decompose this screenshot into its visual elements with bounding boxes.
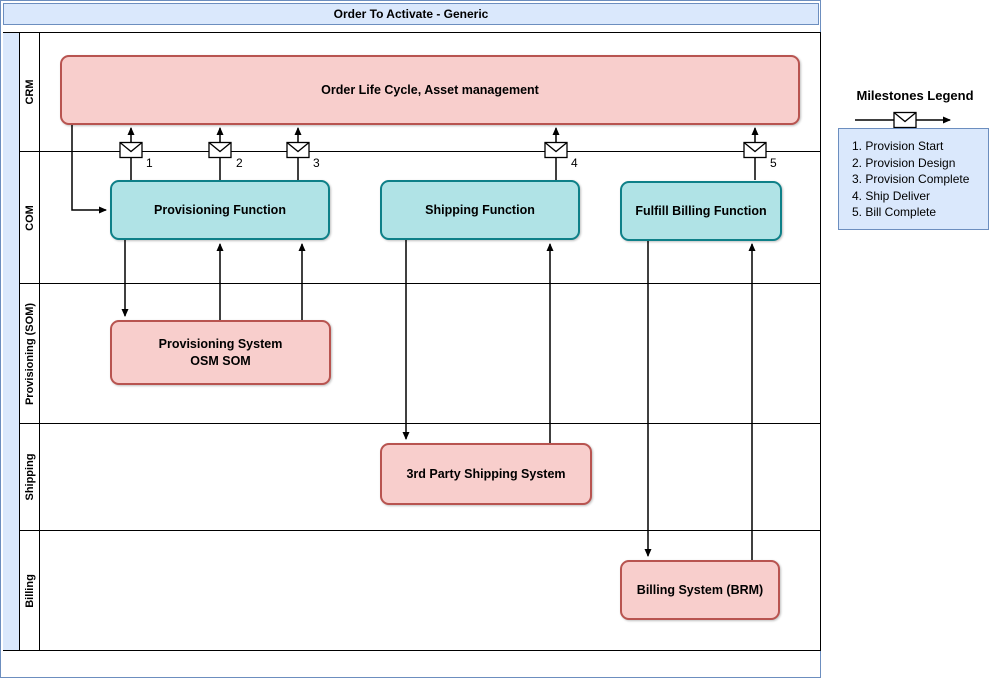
lane-label-provisioning-som: Provisioning (SOM) — [20, 284, 40, 423]
node-shipping-function[interactable]: Shipping Function — [380, 180, 580, 240]
diagram-title-bar: Order To Activate - Generic — [3, 3, 819, 25]
pool-header-bar — [3, 33, 20, 650]
lane-label-text: Billing — [23, 573, 36, 608]
node-label: Provisioning Function — [154, 202, 286, 217]
process-pool: CRM COM Provisioning (SOM) Shipping Bill… — [3, 32, 821, 651]
node-provisioning-function[interactable]: Provisioning Function — [110, 180, 330, 240]
milestone-number-2: 2 — [236, 156, 243, 170]
lane-label-text: COM — [23, 204, 36, 231]
node-fulfill-billing-function[interactable]: Fulfill Billing Function — [620, 181, 782, 241]
lane-label-billing: Billing — [20, 531, 40, 650]
lane-label-crm: CRM — [20, 33, 40, 151]
node-label: Provisioning System — [158, 337, 283, 352]
milestone-number-4: 4 — [571, 156, 578, 170]
milestone-number-5: 5 — [770, 156, 777, 170]
legend-message-envelope-icon — [893, 111, 917, 129]
legend-item: 1. Provision Start — [852, 139, 944, 153]
milestone-number-3: 3 — [313, 156, 320, 170]
lane-label-shipping: Shipping — [20, 424, 40, 530]
lane-rows: CRM COM Provisioning (SOM) Shipping Bill… — [20, 33, 820, 650]
lane-shipping: Shipping — [20, 424, 820, 531]
lane-label-text: Shipping — [23, 453, 36, 501]
lane-crm: CRM — [20, 33, 820, 152]
node-label: Order Life Cycle, Asset management — [321, 82, 539, 97]
node-label: 3rd Party Shipping System — [406, 466, 566, 481]
node-label: Billing System (BRM) — [636, 582, 764, 597]
node-label: Shipping Function — [425, 202, 535, 217]
legend-item: 4. Ship Deliver — [852, 188, 931, 203]
lane-com: COM — [20, 152, 820, 284]
node-shipping-system[interactable]: 3rd Party Shipping System — [380, 443, 592, 505]
lane-label-text: Provisioning (SOM) — [23, 302, 36, 405]
legend-title: Milestones Legend — [856, 88, 974, 103]
lane-billing: Billing — [20, 531, 820, 650]
legend-item: 2. Provision Design — [852, 155, 956, 170]
lane-provisioning-som: Provisioning (SOM) — [20, 284, 820, 424]
node-label-line2: OSM SOM — [190, 353, 251, 368]
node-billing-system[interactable]: Billing System (BRM) — [620, 560, 780, 620]
lane-label-com: COM — [20, 152, 40, 283]
node-label: Fulfill Billing Function — [635, 203, 767, 218]
lane-label-text: CRM — [23, 79, 36, 105]
node-provisioning-system[interactable]: Provisioning System OSM SOM — [110, 320, 331, 385]
legend-item: 5. Bill Complete — [852, 205, 937, 219]
legend-box: 1. Provision Start 2. Provision Design 3… — [838, 128, 989, 230]
node-order-lifecycle[interactable]: Order Life Cycle, Asset management — [60, 55, 800, 125]
legend-item: 3. Provision Complete — [852, 172, 970, 186]
diagram-title: Order To Activate - Generic — [333, 7, 489, 21]
milestone-number-1: 1 — [146, 156, 153, 170]
